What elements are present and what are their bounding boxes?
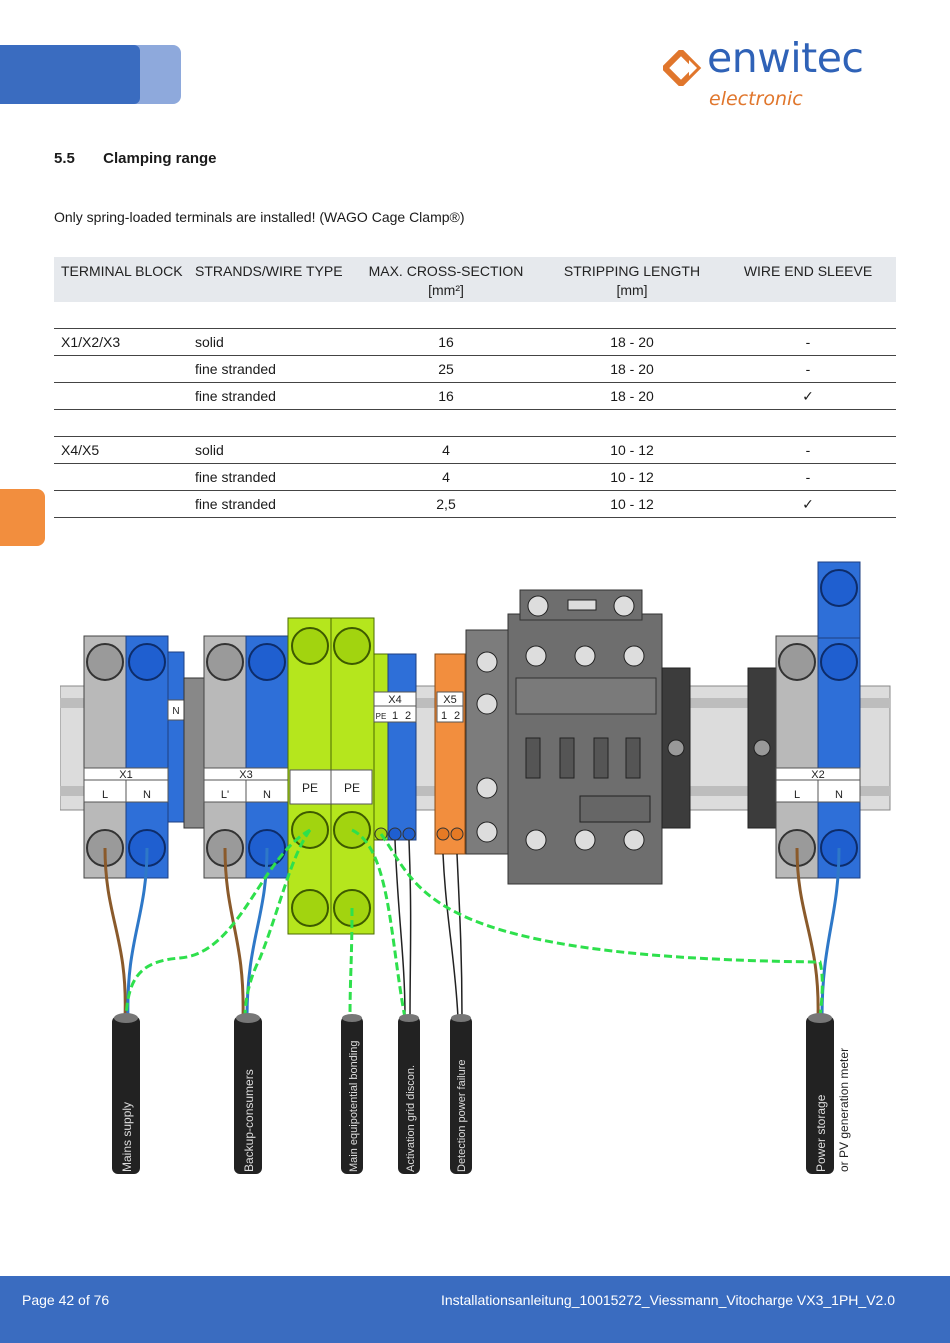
svg-text:2: 2 <box>405 710 411 722</box>
svg-text:L: L <box>102 789 108 801</box>
svg-text:1: 1 <box>441 710 447 722</box>
table-row: fine stranded 16 18 - 20 ✓ <box>54 383 896 410</box>
svg-text:N: N <box>143 789 151 801</box>
svg-text:X4: X4 <box>388 694 401 706</box>
label-x3: X3 <box>239 769 252 781</box>
header-stripping-length: STRIPPING LENGTH [mm] <box>563 263 701 298</box>
cable-label-mains: Mains supply <box>120 1102 134 1172</box>
contactor <box>465 589 691 885</box>
table-spacer-row <box>54 410 896 437</box>
terminal-x5: X5 1 2 <box>434 653 466 855</box>
document-name: Installationsanleitung_10015272_Viessman… <box>440 1292 895 1308</box>
table-row: X1/X2/X3 solid 16 18 - 20 - <box>54 329 896 356</box>
section-title: Clamping range <box>103 150 217 167</box>
header-tab <box>0 45 140 104</box>
svg-text:L': L' <box>221 789 229 801</box>
header-terminal-block: TERMINAL BLOCK <box>61 263 183 279</box>
logo-diamond-icon <box>663 50 702 86</box>
cable-label-bonding: Main equipotential bonding <box>348 1041 360 1173</box>
table-row: fine stranded 2,5 10 - 12 ✓ <box>54 491 896 518</box>
header-wire-type: STRANDS/WIRE TYPE <box>195 263 343 279</box>
table-spacer-row <box>54 302 896 329</box>
svg-text:N: N <box>835 789 843 801</box>
table-header: TERMINAL BLOCK STRANDS/WIRE TYPE MAX. CR… <box>54 257 896 302</box>
terminal-x2: X2 L N <box>775 561 861 879</box>
terminal-x4: X4 PE 1 2 <box>373 653 417 841</box>
cable-label-pv-meter: or PV generation meter <box>837 1048 851 1172</box>
terminal-x3: X3 L' N <box>203 635 289 879</box>
terminal-pe: PE PE <box>287 617 375 935</box>
cable-label-activation: Activation grid discon. <box>405 1065 417 1172</box>
page-number: Page 42 of 76 <box>22 1292 110 1308</box>
side-marker-tab <box>0 489 45 546</box>
svg-text:X5: X5 <box>443 694 456 706</box>
brand-logo: enwitec electronic <box>663 34 903 114</box>
label-x1: X1 <box>119 769 132 781</box>
cable-label-storage: Power storage <box>814 1094 828 1172</box>
svg-text:L: L <box>794 789 800 801</box>
intro-text: Only spring-loaded terminals are install… <box>54 209 465 225</box>
svg-text:N: N <box>263 789 271 801</box>
cable-label-backup: Backup-consumers <box>242 1069 256 1172</box>
brand-sub: electronic <box>709 88 803 110</box>
cable-label-detection: Detection power failure <box>456 1059 468 1172</box>
svg-text:2: 2 <box>454 710 460 722</box>
page-footer: Page 42 of 76 Installationsanleitung_100… <box>0 1276 950 1343</box>
table-row: fine stranded 25 18 - 20 - <box>54 356 896 383</box>
svg-text:PE: PE <box>344 781 360 795</box>
svg-text:1: 1 <box>392 710 398 722</box>
table-row: X4/X5 solid 4 10 - 12 - <box>54 437 896 464</box>
section-number: 5.5 <box>54 150 75 167</box>
end-bracket <box>747 667 777 829</box>
svg-text:PE: PE <box>302 781 318 795</box>
wires <box>103 828 841 1019</box>
table-row: fine stranded 4 10 - 12 - <box>54 464 896 491</box>
svg-text:PE: PE <box>376 712 387 721</box>
svg-text:N: N <box>172 706 179 717</box>
section-heading: 5.5 Clamping range <box>54 150 217 167</box>
brand-name: enwitec <box>707 34 864 82</box>
header-cross-section: MAX. CROSS-SECTION [mm²] <box>368 263 524 298</box>
clamping-table: TERMINAL BLOCK STRANDS/WIRE TYPE MAX. CR… <box>54 257 896 518</box>
terminal-x1: X1 L N N <box>83 635 205 879</box>
wiring-diagram: X1 L N N X3 L' N PE PE <box>60 561 891 1174</box>
cables: Mains supply Backup-consumers Main equip… <box>112 1013 851 1174</box>
svg-text:X2: X2 <box>811 769 824 781</box>
header-wire-end-sleeve: WIRE END SLEEVE <box>743 263 873 279</box>
